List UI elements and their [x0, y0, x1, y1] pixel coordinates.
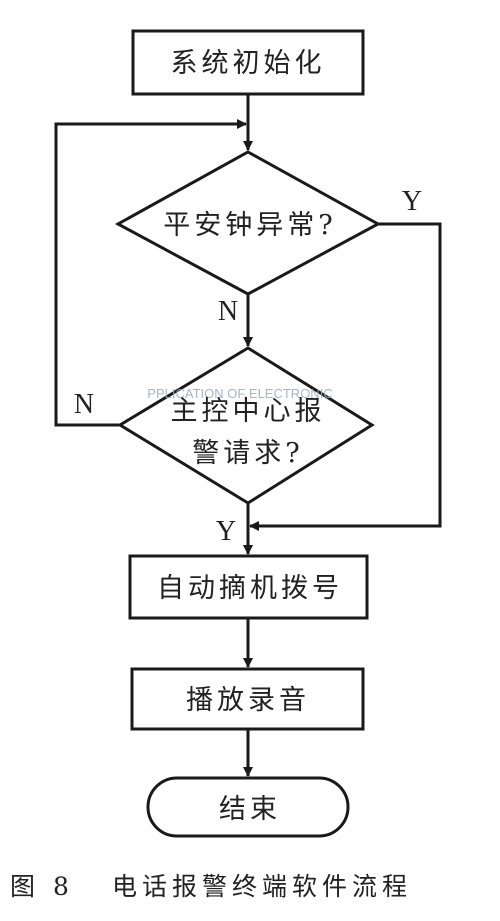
dial-box — [128, 554, 369, 620]
clock-no-label: N — [218, 296, 238, 327]
init-label: 系统初始化 — [171, 48, 326, 79]
center-request-label-line2: 警请求? — [192, 438, 303, 469]
figure-title: 电话报警终端软件流程 — [112, 872, 412, 901]
dial-label: 自动摘机拨号 — [157, 573, 343, 604]
center-request-label-line1: 主控中心报 — [171, 396, 326, 427]
init-box — [131, 29, 365, 96]
clock-check-label: 平安钟异常? — [163, 210, 336, 241]
clock-yes-label: Y — [402, 186, 422, 217]
center-no-loop — [54, 119, 247, 427]
end-terminator — [146, 776, 350, 838]
end-label: 结束 — [219, 794, 281, 825]
watermark-text: PPLICATION OF ELECTRONIC — [147, 386, 332, 401]
center-no-label: N — [74, 389, 94, 420]
figure-number: 图 8 — [10, 872, 74, 901]
play-label: 播放录音 — [186, 685, 310, 716]
clock-yes-path — [249, 222, 442, 531]
center-yes-label: Y — [216, 516, 236, 547]
